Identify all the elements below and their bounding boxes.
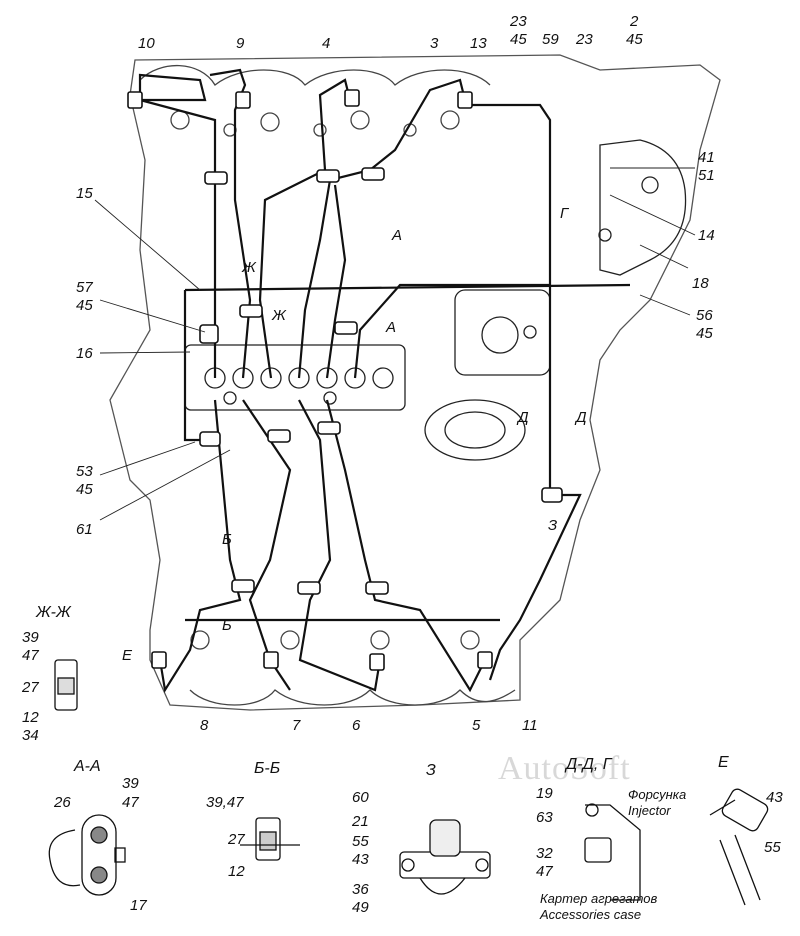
- callout-15: 15: [76, 185, 93, 202]
- dd-caption-en: Accessories case: [540, 907, 642, 922]
- mark-b-1: Б: [222, 531, 232, 548]
- engine-block-outline: [109, 54, 721, 711]
- callout-8: 8: [200, 717, 209, 734]
- filter-housing: [599, 139, 687, 276]
- section-e-title: Е: [718, 754, 729, 771]
- callout-53: 53: [76, 463, 93, 480]
- section-e-drawing: [709, 788, 769, 906]
- dd-label-19: 19: [536, 785, 553, 802]
- injector-nuts: [127, 89, 493, 671]
- section-zhzh-title: Ж-Ж: [36, 604, 71, 621]
- callout-23b: 23: [576, 31, 593, 48]
- callout-10: 10: [138, 35, 155, 52]
- callout-4: 4: [322, 35, 331, 52]
- e-label-55: 55: [764, 839, 781, 856]
- fuel-pump-body: [184, 344, 406, 411]
- aa-label-26: 26: [54, 794, 71, 811]
- callout-59: 59: [542, 31, 559, 48]
- zhzh-label-34: 34: [22, 727, 39, 744]
- e-label-43: 43: [766, 789, 783, 806]
- section-aa-title: А-А: [74, 758, 101, 775]
- aa-label-47: 47: [122, 794, 139, 811]
- mark-g: Г: [560, 205, 569, 222]
- z-label-49: 49: [352, 899, 369, 916]
- section-zhzh-drawing: [54, 659, 78, 711]
- callout-23a: 23: [510, 13, 527, 30]
- callout-51: 51: [698, 167, 715, 184]
- section-dd-drawing: [584, 803, 641, 901]
- z-label-43: 43: [352, 851, 369, 868]
- callout-6: 6: [352, 717, 361, 734]
- callout-57: 57: [76, 279, 93, 296]
- mark-zh-2: Ж: [272, 307, 286, 324]
- mark-a-2: А: [386, 319, 397, 336]
- z-label-36: 36: [352, 881, 369, 898]
- mark-b-2: Б: [222, 617, 232, 634]
- gear-cover: [424, 399, 526, 461]
- callout-3: 3: [430, 35, 439, 52]
- line-clamps: [199, 167, 563, 595]
- mark-d-1: Д: [518, 409, 529, 426]
- aa-label-17: 17: [130, 897, 147, 914]
- zhzh-label-47: 47: [22, 647, 39, 664]
- section-bb-drawing: [240, 817, 300, 861]
- bb-label-3947: 39,47: [206, 794, 244, 811]
- callout-45b: 45: [626, 31, 643, 48]
- callout-13: 13: [470, 35, 487, 52]
- callout-16: 16: [76, 345, 93, 362]
- aa-label-39: 39: [122, 775, 139, 792]
- dd-label-47: 47: [536, 863, 553, 880]
- section-dd-title: Д-Д, Г: [566, 756, 612, 773]
- head-top: [139, 64, 491, 86]
- fuel-lines: [138, 68, 631, 694]
- callout-45d: 45: [76, 297, 93, 314]
- leader-lines: [94, 167, 696, 521]
- dd-caption-ru: Картер агрегатов: [540, 891, 658, 906]
- z-label-55: 55: [352, 833, 369, 850]
- watermark: AutoSoft: [498, 750, 631, 787]
- callout-14: 14: [698, 227, 715, 244]
- zhzh-label-39: 39: [22, 629, 39, 646]
- callout-45a: 45: [510, 31, 527, 48]
- head-bolts-top: [170, 110, 460, 137]
- section-aa-drawing: [48, 814, 126, 896]
- zhzh-label-27: 27: [22, 679, 39, 696]
- mark-z: З: [548, 517, 558, 534]
- bb-label-27: 27: [228, 831, 245, 848]
- e-caption-ru: Форсунка: [628, 787, 687, 802]
- section-z-drawing: [399, 819, 491, 895]
- callout-61: 61: [76, 521, 93, 538]
- mark-zh-1: Ж: [242, 259, 256, 276]
- pump-fittings: [204, 367, 394, 405]
- callout-5: 5: [472, 717, 481, 734]
- mark-d-2: Д: [576, 409, 587, 426]
- callout-7: 7: [292, 717, 301, 734]
- e-caption-en: Injector: [628, 803, 671, 818]
- z-label-60: 60: [352, 789, 369, 806]
- dd-label-63: 63: [536, 809, 553, 826]
- callout-9: 9: [236, 35, 245, 52]
- head-bolts-bottom: [190, 630, 480, 650]
- dd-label-32: 32: [536, 845, 553, 862]
- section-z-title: З: [426, 762, 436, 779]
- callout-45e: 45: [76, 481, 93, 498]
- mark-e: Е: [122, 647, 133, 664]
- zhzh-label-12: 12: [22, 709, 39, 726]
- callout-18: 18: [692, 275, 709, 292]
- callout-2: 2: [630, 13, 639, 30]
- bb-label-12: 12: [228, 863, 245, 880]
- head-bottom: [189, 689, 516, 706]
- z-label-21: 21: [352, 813, 369, 830]
- callout-56: 56: [696, 307, 713, 324]
- callout-11: 11: [522, 717, 538, 734]
- section-bb-title: Б-Б: [254, 760, 281, 777]
- mark-a-1: А: [392, 227, 403, 244]
- callout-41: 41: [698, 149, 715, 166]
- callout-45c: 45: [696, 325, 713, 342]
